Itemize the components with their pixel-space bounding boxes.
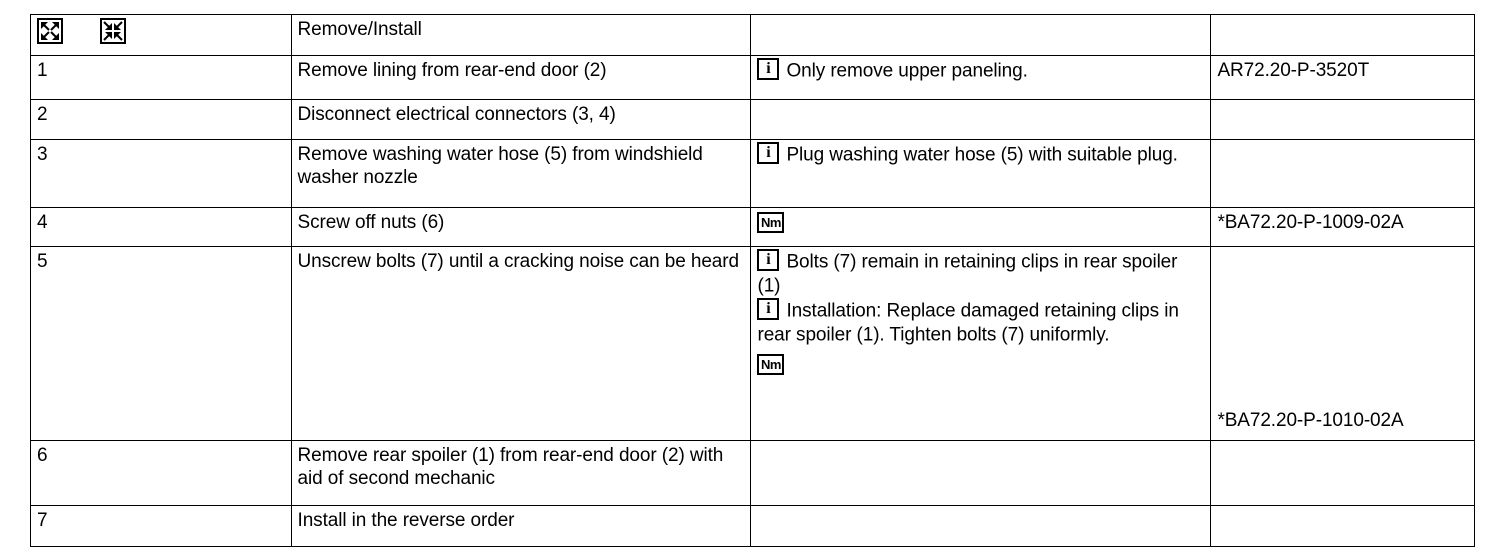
note-text: Only remove upper paneling. [786, 60, 1028, 82]
info-icon: i [757, 298, 780, 321]
reference-code[interactable]: AR72.20-P-3520T [1217, 60, 1370, 81]
table-row: 2 Disconnect electrical connectors (3, 4… [30, 99, 1475, 140]
note-text: Bolts (7) remain in retaining clips in r… [757, 251, 1178, 296]
header-note-cell [750, 14, 1212, 56]
step-number-cell: 5 [30, 246, 292, 441]
step-number-cell: 1 [30, 55, 292, 100]
step-number: 5 [37, 251, 48, 272]
task-text: Install in the reverse order [297, 510, 515, 531]
step-number: 1 [37, 60, 48, 81]
procedure-table: Remove/Install 1 Remove lining from rear… [30, 14, 1475, 547]
note-text: Installation: Replace damaged retaining … [757, 300, 1179, 346]
step-number-cell: 4 [30, 207, 292, 247]
step-number-cell: 2 [30, 99, 292, 140]
info-icon: i [757, 57, 780, 80]
reference-cell[interactable]: *BA72.20-P-1009-02A [1210, 207, 1475, 247]
step-number-cell: 6 [30, 440, 292, 506]
reference-cell[interactable]: AR72.20-P-3520T [1210, 55, 1475, 100]
table-row: 6 Remove rear spoiler (1) from rear-end … [30, 440, 1475, 506]
step-number: 2 [37, 104, 48, 125]
task-cell: Screw off nuts (6) [290, 207, 752, 247]
reference-cell [1210, 139, 1475, 208]
note-text: Plug washing water hose (5) with suitabl… [786, 144, 1178, 166]
note-line: i Only remove upper paneling. [757, 57, 1204, 83]
header-icon-group [37, 18, 127, 44]
reference-code[interactable]: *BA72.20-P-1009-02A [1217, 212, 1404, 233]
info-icon: i [757, 141, 780, 164]
step-number: 3 [37, 144, 48, 165]
remove-icon [37, 18, 63, 44]
note-cell: Nm [750, 207, 1212, 247]
table-row: 1 Remove lining from rear-end door (2) i… [30, 55, 1475, 100]
note-cell: i Plug washing water hose (5) with suitab… [750, 139, 1212, 208]
task-text: Remove washing water hose (5) from winds… [297, 144, 703, 189]
torque-icon: Nm [757, 353, 785, 375]
task-cell: Remove rear spoiler (1) from rear-end do… [290, 440, 752, 506]
torque-icon: Nm [757, 212, 785, 234]
note-cell [750, 99, 1212, 140]
step-number: 4 [37, 212, 48, 233]
table-header-row: Remove/Install [30, 14, 1475, 56]
step-number-cell: 3 [30, 139, 292, 208]
table-row: 7 Install in the reverse order [30, 505, 1475, 547]
step-number: 7 [37, 510, 48, 531]
task-cell: Unscrew bolts (7) until a cracking noise… [290, 246, 752, 441]
table-row: 4 Screw off nuts (6) Nm *BA72.20-P-1009-… [30, 207, 1475, 247]
header-task-title: Remove/Install [297, 19, 422, 40]
header-icons-cell [30, 14, 292, 56]
task-text: Screw off nuts (6) [297, 212, 445, 233]
note-cell: i Only remove upper paneling. [750, 55, 1212, 100]
task-cell: Disconnect electrical connectors (3, 4) [290, 99, 752, 140]
header-task-cell: Remove/Install [290, 14, 752, 56]
reference-code-wrapper: *BA72.20-P-1010-02A [1217, 250, 1468, 436]
step-number: 6 [37, 445, 48, 466]
task-text: Remove lining from rear-end door (2) [297, 60, 607, 81]
task-cell: Remove washing water hose (5) from winds… [290, 139, 752, 208]
note-cell [750, 440, 1212, 506]
reference-cell [1210, 440, 1475, 506]
step-number-cell: 7 [30, 505, 292, 547]
table-row: 3 Remove washing water hose (5) from win… [30, 139, 1475, 208]
task-text: Unscrew bolts (7) until a cracking noise… [297, 251, 740, 272]
info-icon: i [757, 248, 780, 271]
install-icon [100, 18, 127, 44]
table-row: 5 Unscrew bolts (7) until a cracking noi… [30, 246, 1475, 441]
task-text: Remove rear spoiler (1) from rear-end do… [297, 445, 724, 490]
header-reference-cell [1210, 14, 1475, 56]
task-cell: Install in the reverse order [290, 505, 752, 547]
torque-icon-wrapper: Nm [757, 352, 1204, 375]
reference-cell [1210, 505, 1475, 547]
note-line: i Plug washing water hose (5) with suitab… [757, 141, 1204, 167]
note-cell [750, 505, 1212, 547]
task-text: Disconnect electrical connectors (3, 4) [297, 104, 616, 125]
reference-cell [1210, 99, 1475, 140]
task-cell: Remove lining from rear-end door (2) [290, 55, 752, 100]
reference-code[interactable]: *BA72.20-P-1010-02A [1217, 409, 1404, 431]
reference-cell[interactable]: *BA72.20-P-1010-02A [1210, 246, 1475, 441]
